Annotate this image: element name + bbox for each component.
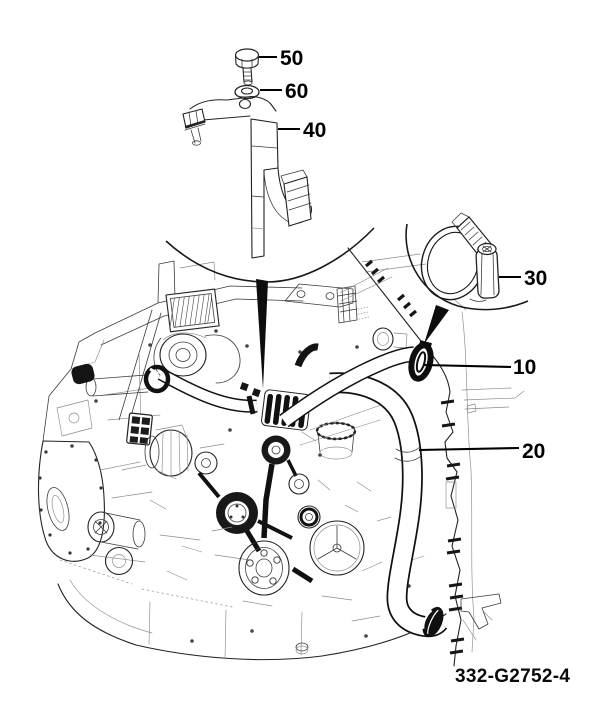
figure-id: 332-G2752-4 bbox=[455, 666, 570, 687]
bracket-drawing bbox=[182, 96, 313, 259]
drive-belt bbox=[197, 459, 314, 584]
callout-40-label: 40 bbox=[303, 119, 326, 142]
turbocharger bbox=[153, 332, 241, 384]
callout-20-label: 20 bbox=[522, 440, 545, 463]
hose-10 bbox=[279, 340, 434, 428]
leader-line-10 bbox=[423, 363, 512, 369]
oil-cooler bbox=[165, 288, 220, 333]
callout-60-label: 60 bbox=[285, 80, 308, 103]
callout-50-label: 50 bbox=[280, 47, 303, 70]
callout-10-label: 10 bbox=[513, 356, 536, 379]
bolt-drawing bbox=[234, 48, 260, 86]
engine-illustration bbox=[37, 253, 447, 661]
vent-plate bbox=[126, 412, 153, 446]
installed-clamp-ring bbox=[408, 340, 434, 382]
hoses bbox=[71, 340, 448, 638]
frame-panel bbox=[347, 247, 525, 667]
callout-30-label: 30 bbox=[524, 267, 547, 290]
balloon-pointer bbox=[424, 305, 449, 344]
balloon-bracket-detail bbox=[165, 48, 375, 389]
clamp-drawing bbox=[420, 212, 500, 302]
balloon-clamp-detail bbox=[405, 212, 529, 344]
pulleys bbox=[216, 435, 365, 596]
hose-20 bbox=[329, 372, 448, 638]
leader-line-20 bbox=[418, 446, 520, 452]
balloon-pointer bbox=[256, 279, 268, 389]
